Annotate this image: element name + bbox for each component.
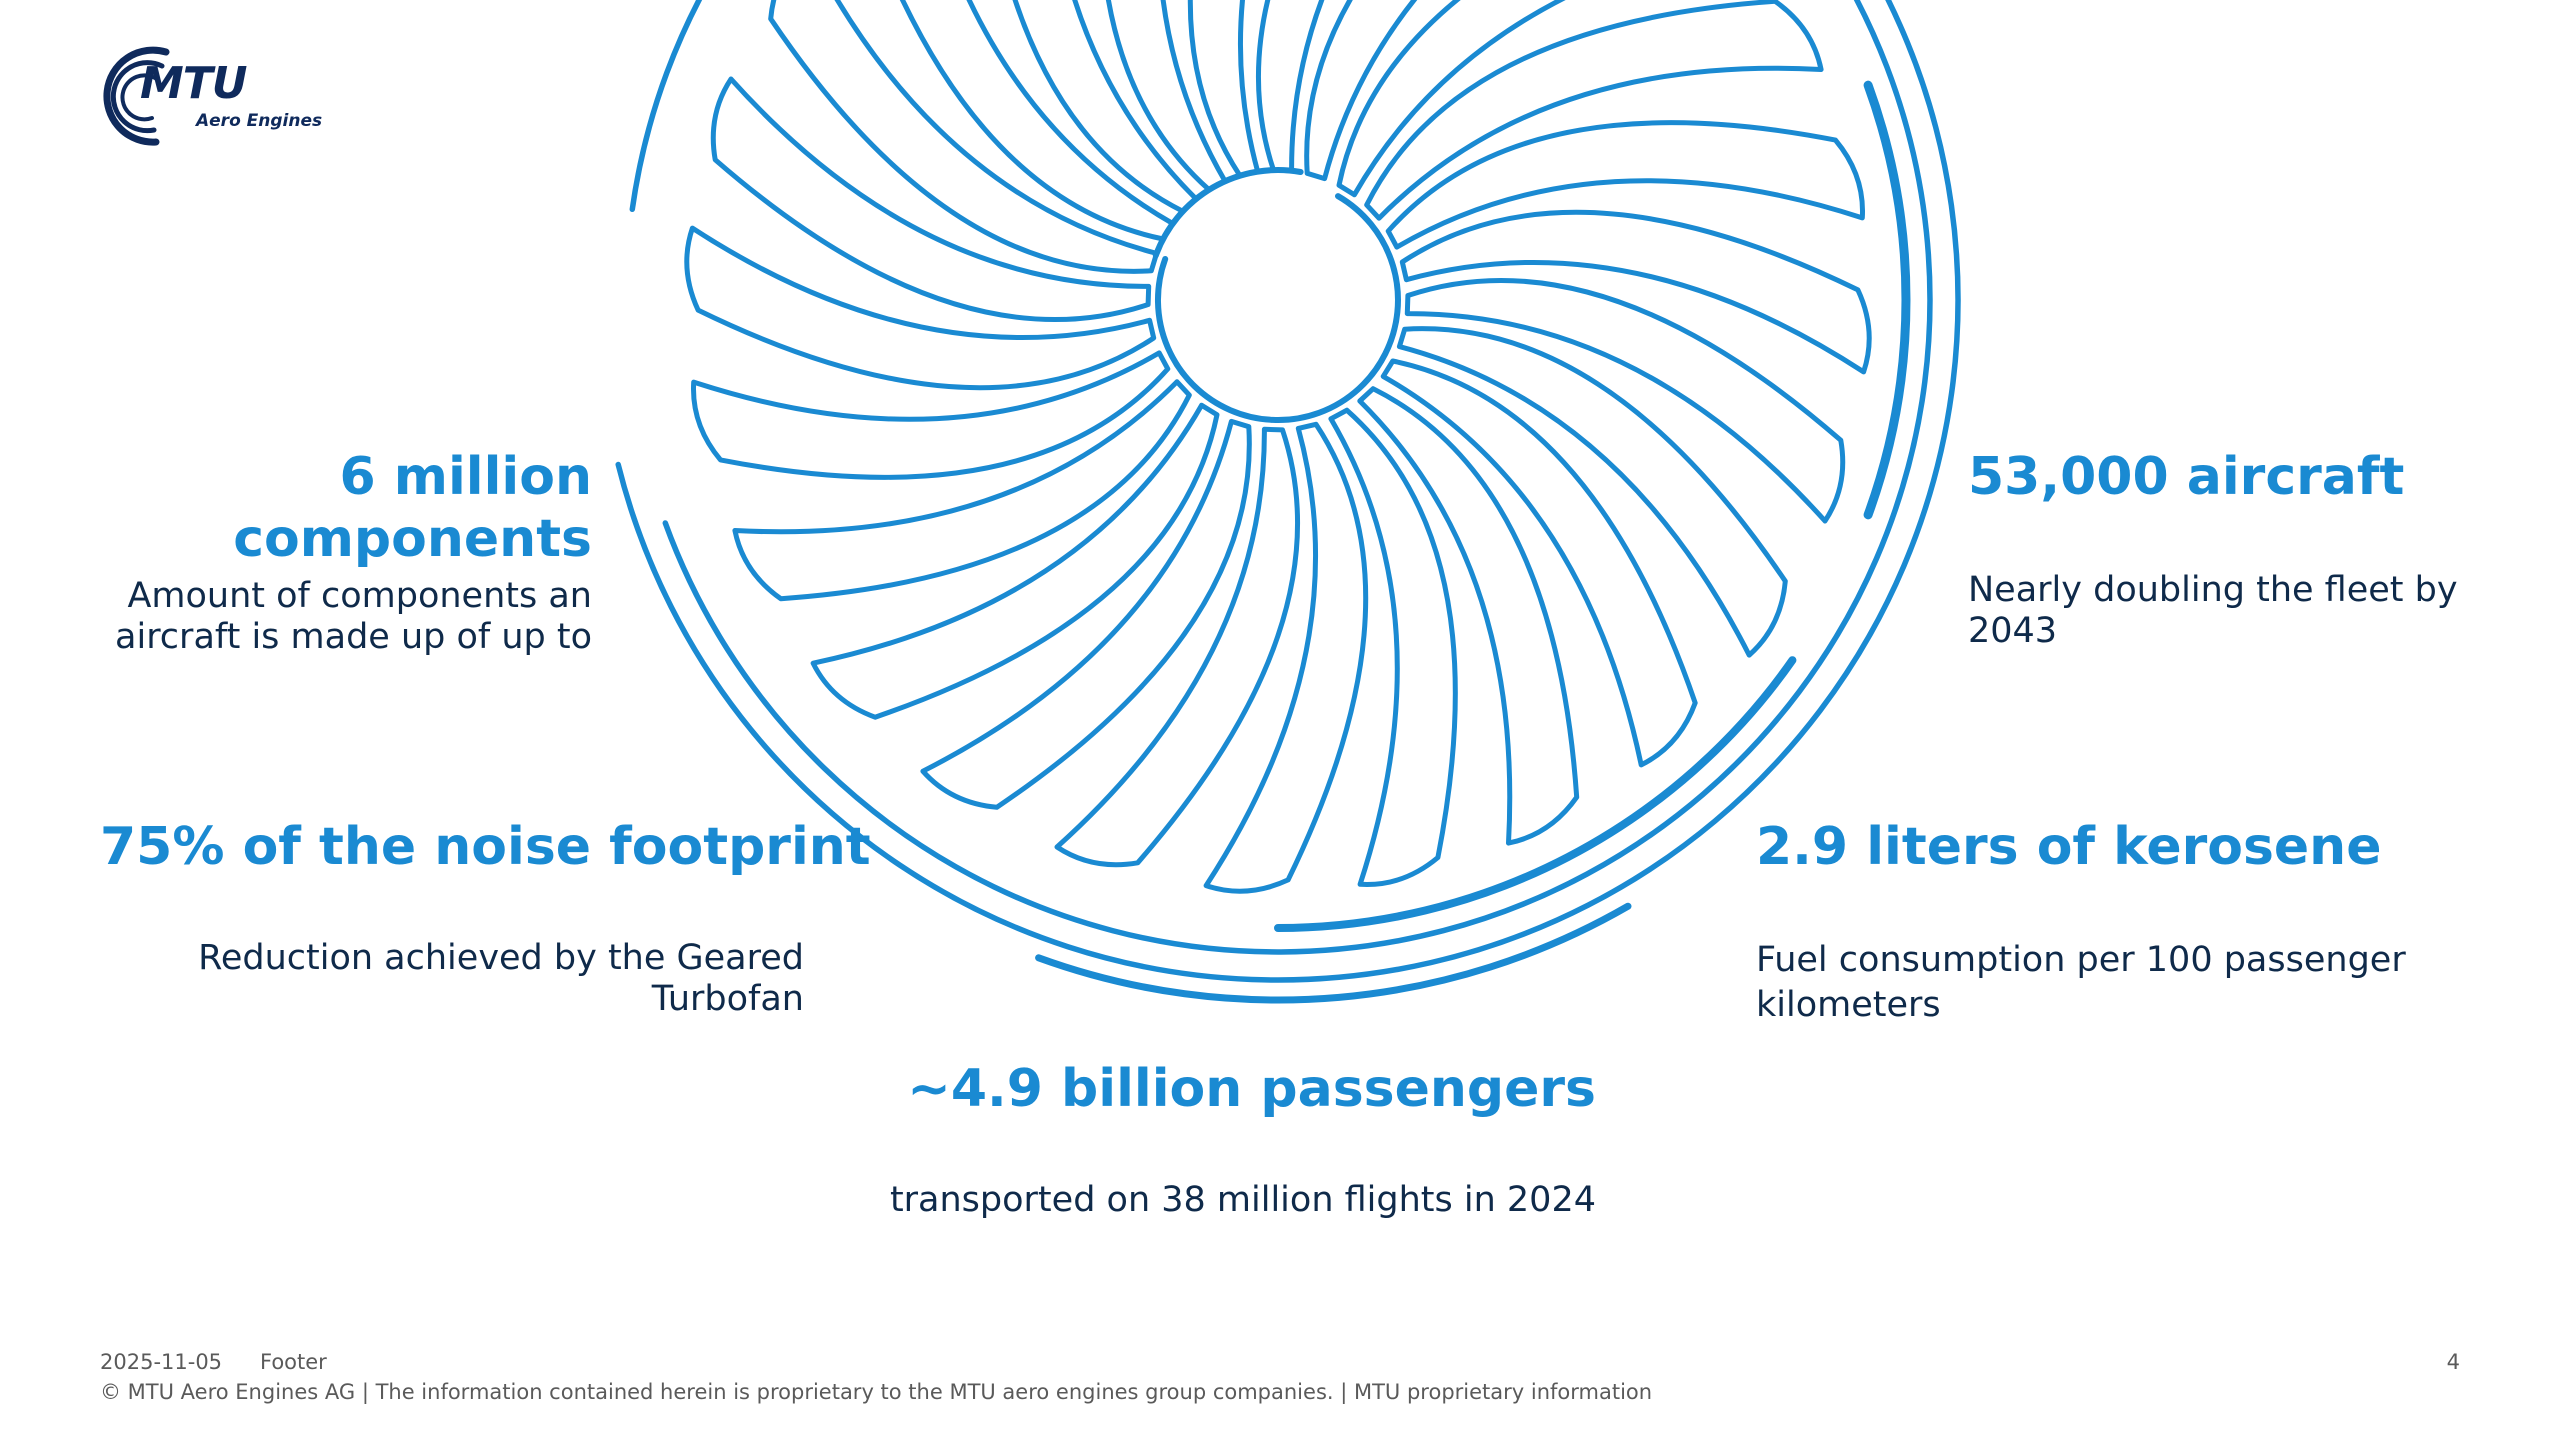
fan-blade bbox=[1399, 209, 1872, 375]
stat-passengers-title: ~4.9 billion passengers bbox=[907, 1059, 1596, 1119]
fan-blade bbox=[1396, 326, 1788, 658]
stat-kerosene-title: 2.9 liters of kerosene bbox=[1756, 817, 2382, 877]
footer-date: 2025-11-05 bbox=[100, 1350, 223, 1374]
fan-blade bbox=[920, 418, 1252, 810]
stat-aircraft-desc-line1: Nearly doubling the fleet by bbox=[1968, 570, 2458, 610]
footer: 2025-11-05 Footer 4 bbox=[100, 1350, 2460, 1378]
footer-label: Footer bbox=[260, 1350, 327, 1374]
fan-blade bbox=[1304, 0, 1418, 182]
stat-aircraft: 53,000 aircraft Nearly doubling the flee… bbox=[1968, 446, 2468, 652]
fan-casing-ring bbox=[629, 0, 1933, 955]
stat-kerosene: 2.9 liters of kerosene Fuel consumption … bbox=[1756, 816, 2516, 1028]
stat-passengers-desc: transported on 38 million flights in 202… bbox=[889, 1180, 1596, 1220]
logo-wordmark: MTU bbox=[140, 58, 248, 109]
fan-blade bbox=[1385, 120, 1865, 250]
stat-noise-desc-line1: Reduction achieved by the Geared bbox=[198, 938, 804, 978]
fan-outer-arc-bottom bbox=[1035, 902, 1632, 1004]
fan-blade bbox=[710, 76, 1152, 322]
stat-kerosene-desc-line1: Fuel consumption per 100 passenger bbox=[1756, 940, 2406, 980]
fan-blade bbox=[1105, 0, 1228, 193]
stat-kerosene-desc-line2: kilometers bbox=[1756, 985, 1941, 1025]
fan-blade bbox=[768, 0, 1160, 274]
stat-aircraft-desc-line2: 2043 bbox=[1968, 611, 2058, 651]
footer-copyright: © MTU Aero Engines AG | The information … bbox=[100, 1380, 1653, 1404]
fan-blade bbox=[691, 350, 1171, 480]
fan-blade bbox=[1187, 0, 1261, 179]
stat-noise-title: 75% of the noise footprint bbox=[100, 817, 871, 877]
fan-blade bbox=[1380, 358, 1698, 768]
mtu-logo-icon bbox=[103, 46, 170, 146]
fan-blade bbox=[1012, 0, 1199, 214]
fan-blade bbox=[1404, 278, 1846, 524]
fan-blade bbox=[899, 0, 1176, 242]
stat-components-title-line2: components bbox=[233, 509, 592, 569]
fan-blade bbox=[1336, 0, 1566, 198]
fan-hub bbox=[1155, 193, 1401, 423]
stat-aircraft-title: 53,000 aircraft bbox=[1968, 447, 2405, 507]
stat-noise-desc-line2: Turbofan bbox=[651, 979, 804, 1019]
stat-components-title-line1: 6 million bbox=[339, 447, 592, 507]
fan-blade bbox=[1364, 0, 1824, 221]
fan-inner-arc-bottom bbox=[1274, 656, 1797, 932]
fan-inner-arc-right bbox=[1863, 80, 1911, 520]
fan-blade bbox=[1054, 426, 1300, 868]
fan-blade bbox=[684, 225, 1157, 391]
stat-noise: 75% of the noise footprint Reduction ach… bbox=[100, 816, 871, 1020]
fan-blade bbox=[810, 402, 1220, 720]
page-number: 4 bbox=[2446, 1350, 2460, 1374]
fan-blade bbox=[1357, 386, 1580, 846]
stat-components: 6 million components Amount of component… bbox=[100, 446, 592, 658]
fan-blade bbox=[1203, 421, 1369, 894]
fan-blade bbox=[1256, 0, 1325, 174]
logo-subtitle: Aero Engines bbox=[196, 111, 323, 131]
stat-components-desc-line2: aircraft is made up of up to bbox=[115, 617, 592, 657]
stat-components-desc-line1: Amount of components an bbox=[127, 576, 592, 616]
fan-blade bbox=[1328, 407, 1458, 887]
mtu-logo[interactable]: MTU Aero Engines bbox=[96, 44, 326, 154]
fan-outer-arc-left bbox=[615, 0, 1961, 983]
fan-blade bbox=[732, 379, 1192, 602]
stat-passengers: ~4.9 billion passengers transported on 3… bbox=[700, 1058, 1596, 1221]
